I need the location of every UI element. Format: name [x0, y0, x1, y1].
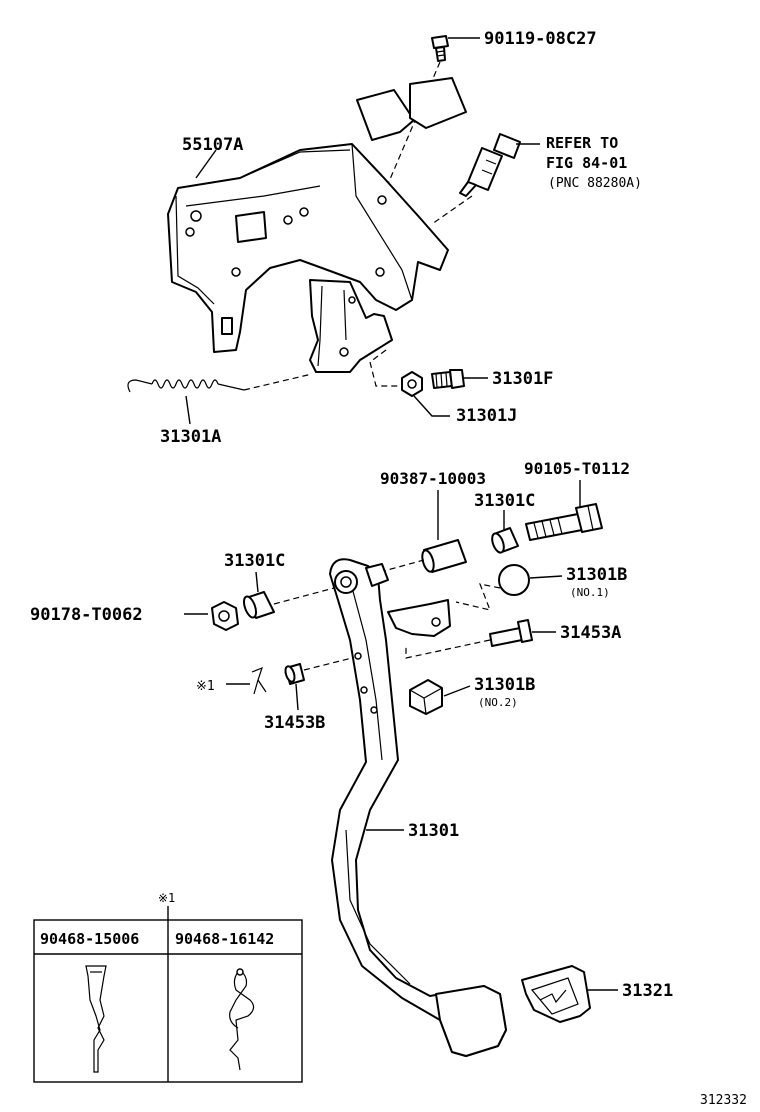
- leader-55107a: [195, 149, 217, 179]
- table-col-90468-16142: 90468-16142: [175, 930, 274, 948]
- pedal-pad-31321[interactable]: [521, 965, 591, 1023]
- dashed-guide-nut: [369, 349, 400, 387]
- refer-text-line2: FIG 84-01: [546, 154, 627, 172]
- clutch-pedal-arm-31301[interactable]: [329, 558, 507, 1057]
- label-90178-t0062: 90178-T0062: [30, 605, 143, 625]
- label-31301j: 31301J: [456, 406, 517, 426]
- table-ref-mark: ※1: [158, 891, 175, 905]
- label-31301: 31301: [408, 821, 459, 841]
- pedal-stopper-bracket: [387, 599, 451, 637]
- dashed-guide-switch: [431, 195, 473, 225]
- dashed-guide-31453a: [405, 639, 491, 659]
- dashed-guide-spring: [243, 373, 313, 391]
- refer-text-line3: (PNC 88280A): [548, 176, 642, 191]
- mount-plate: [356, 77, 467, 141]
- leader-31301b-no2: [443, 685, 471, 697]
- label-31301b-no2: 31301B: [474, 675, 535, 695]
- label-clip-ref: ※1: [196, 679, 215, 694]
- label-31301b-no2-sub: (NO.2): [478, 696, 518, 709]
- label-31301c-left: 31301C: [224, 551, 285, 571]
- label-31301b-no1-sub: (NO.1): [570, 586, 610, 599]
- bolt-31301f[interactable]: [431, 369, 465, 389]
- label-31453a: 31453A: [560, 623, 621, 643]
- clip-90468-16142-drawing: [229, 968, 255, 1071]
- stopper-31301b-no1[interactable]: [498, 564, 530, 596]
- label-31321: 31321: [622, 981, 673, 1001]
- bolt-90105-t0112[interactable]: [525, 503, 603, 541]
- leader-31301j: [413, 395, 450, 417]
- label-55107a: 55107A: [182, 135, 243, 155]
- stopper-31301b-no2[interactable]: [409, 679, 443, 715]
- label-90105-t0112: 90105-T0112: [524, 459, 630, 478]
- label-31453b: 31453B: [264, 713, 325, 733]
- label-31301f: 31301F: [492, 369, 553, 389]
- nut-90178-t0062[interactable]: [211, 601, 239, 631]
- dashed-guide-31453b: [303, 655, 361, 671]
- dashed-guide-stopper: [455, 583, 501, 611]
- bush-31301c-left[interactable]: [242, 591, 275, 619]
- bolt-90119-08c27[interactable]: [431, 35, 449, 62]
- bolt-31453a[interactable]: [489, 619, 533, 647]
- pedal-bracket-55107a[interactable]: [167, 143, 449, 373]
- clip-90468-15006-drawing: [85, 965, 107, 1073]
- leader-31301a: [185, 395, 191, 425]
- refer-text-line1: REFER TO: [546, 134, 618, 152]
- pin-31453b[interactable]: [284, 663, 305, 685]
- clip-ref-part[interactable]: [251, 666, 267, 695]
- figure-id: 312332: [700, 1093, 747, 1108]
- nut-31301j[interactable]: [401, 371, 423, 397]
- table-col-90468-15006: 90468-15006: [40, 930, 139, 948]
- label-90119-08c27: 90119-08C27: [484, 29, 597, 49]
- dashed-guide-left-bush: [273, 587, 335, 605]
- leader-31453b: [295, 683, 299, 711]
- dashed-guide-pin: [379, 559, 425, 573]
- label-31301a: 31301A: [160, 427, 221, 447]
- clip-variants-table: ※1 90468-15006 90468-16142: [33, 891, 303, 1083]
- bush-31301c-right[interactable]: [490, 527, 519, 554]
- return-spring-31301a[interactable]: [127, 379, 245, 393]
- label-90387-10003: 90387-10003: [380, 469, 486, 488]
- leader-31301c-left: [255, 571, 259, 593]
- label-31301b-no1: 31301B: [566, 565, 627, 585]
- label-31301c-right: 31301C: [474, 491, 535, 511]
- switch-reference-part[interactable]: [459, 133, 521, 197]
- pin-90387-10003[interactable]: [420, 539, 467, 573]
- leader-31301b-no1: [529, 575, 563, 579]
